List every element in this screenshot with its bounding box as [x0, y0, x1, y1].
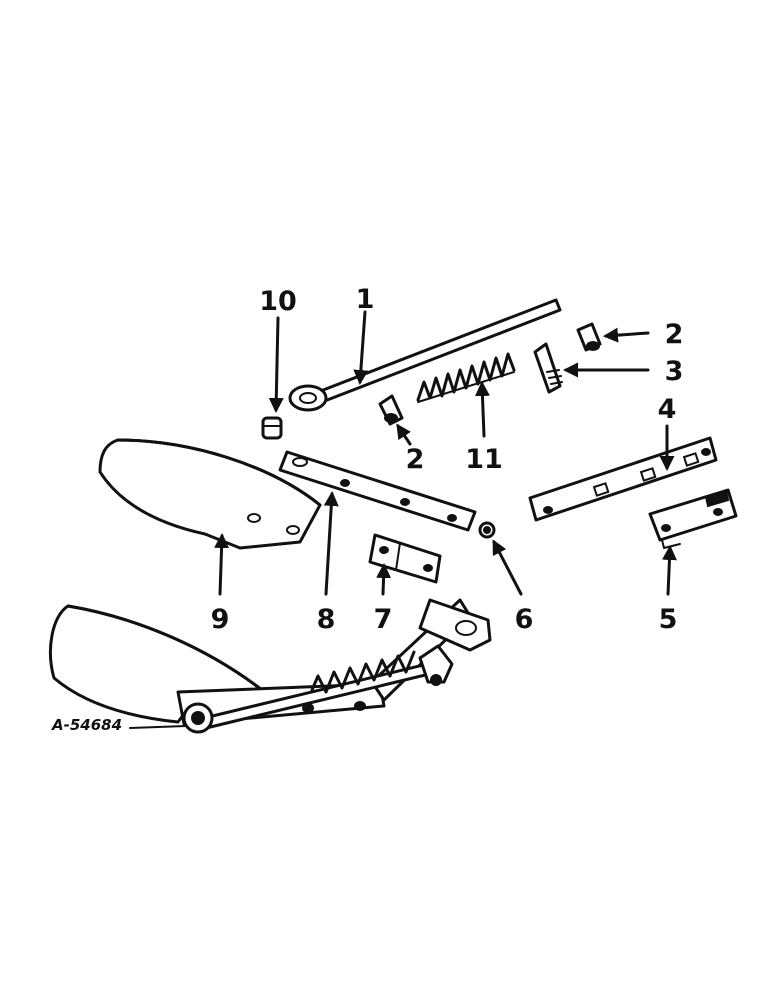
callout-7: 7: [374, 604, 393, 635]
callout-1: 1: [356, 284, 375, 315]
rod-with-eye-part: [288, 298, 562, 412]
callout-5: 5: [659, 604, 678, 635]
nut-part: [261, 416, 283, 440]
callout-9: 9: [211, 604, 230, 635]
callout-2a: 2: [665, 319, 684, 350]
shield-plate-part: [98, 438, 322, 550]
callout-arrows: [214, 310, 677, 596]
collar-part-lower: [378, 394, 404, 426]
callout-3: 3: [665, 356, 684, 387]
collar-part-upper: [576, 322, 602, 352]
callout-4: 4: [658, 394, 677, 425]
pin-part: [533, 342, 563, 394]
callout-labels: 10 1 2 3 2 11 4 5 6 7 8 9: [211, 284, 684, 635]
callout-10: 10: [259, 286, 297, 317]
callout-2b: 2: [406, 444, 425, 475]
clip-bracket-part: [368, 533, 442, 584]
reference-code: A-54684: [51, 716, 122, 734]
small-nut-part: [478, 521, 496, 539]
mounting-bar-part: [278, 450, 477, 532]
callout-8: 8: [317, 604, 336, 635]
angle-bracket-part: [648, 488, 738, 549]
callout-6: 6: [515, 604, 534, 635]
spring-part: [416, 352, 516, 403]
assembled-unit: [48, 598, 492, 734]
callout-11: 11: [465, 444, 503, 475]
